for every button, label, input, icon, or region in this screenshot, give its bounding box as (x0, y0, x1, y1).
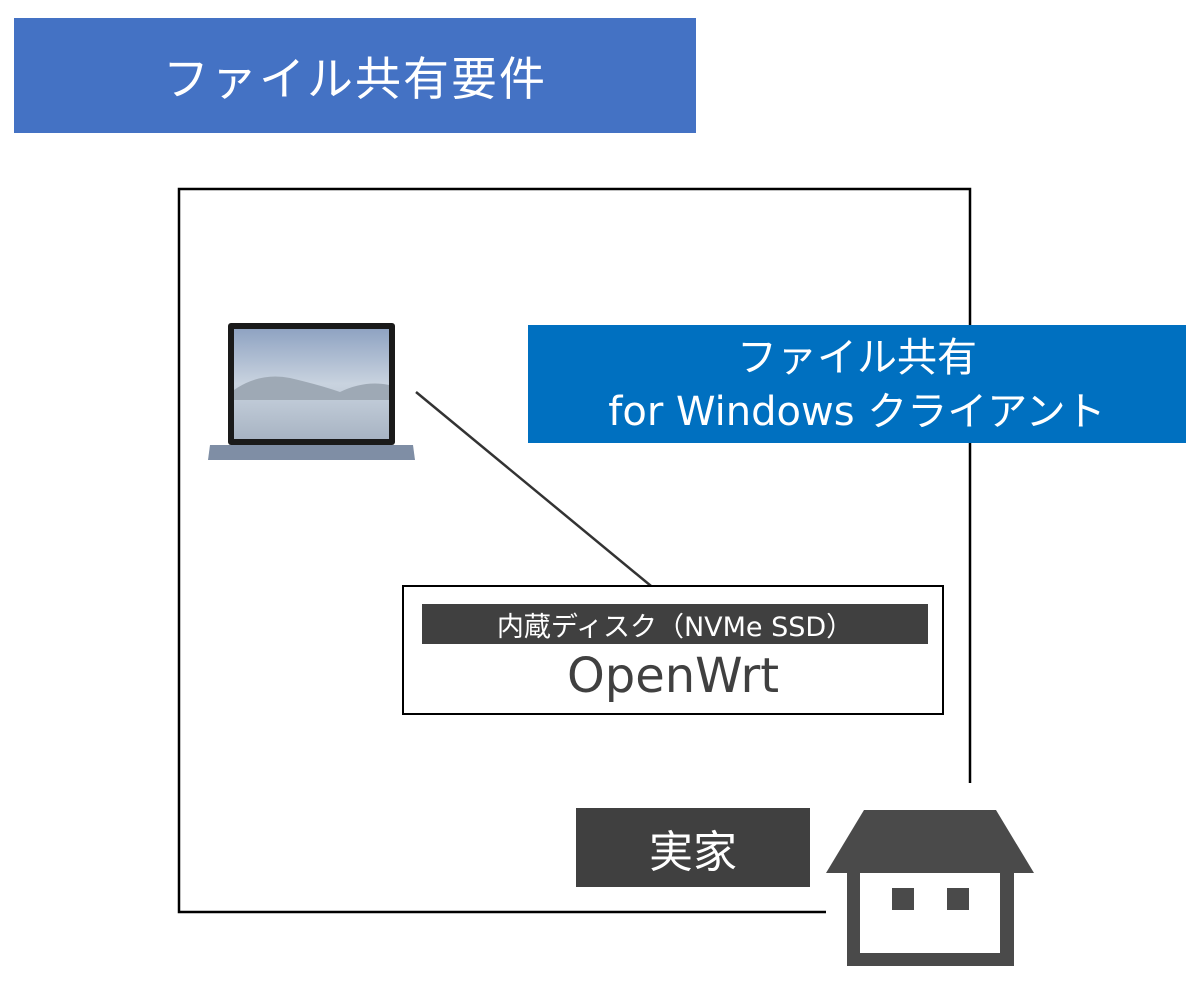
callout-line-1: ファイル共有 (737, 335, 977, 381)
page-title: ファイル共有要件 (14, 18, 696, 133)
file-sharing-callout: ファイル共有 for Windows クライアント (528, 325, 1186, 443)
home-boundary (177, 187, 972, 914)
laptop-icon (208, 323, 415, 460)
callout-line-2: for Windows クライアント (608, 389, 1106, 435)
disk-label: 内蔵ディスク（NVMe SSD） (422, 604, 928, 644)
connection-arrow (415, 391, 669, 601)
location-label: 実家 (576, 808, 810, 887)
openwrt-label: OpenWrt (566, 648, 780, 704)
house-icon (826, 810, 1034, 966)
